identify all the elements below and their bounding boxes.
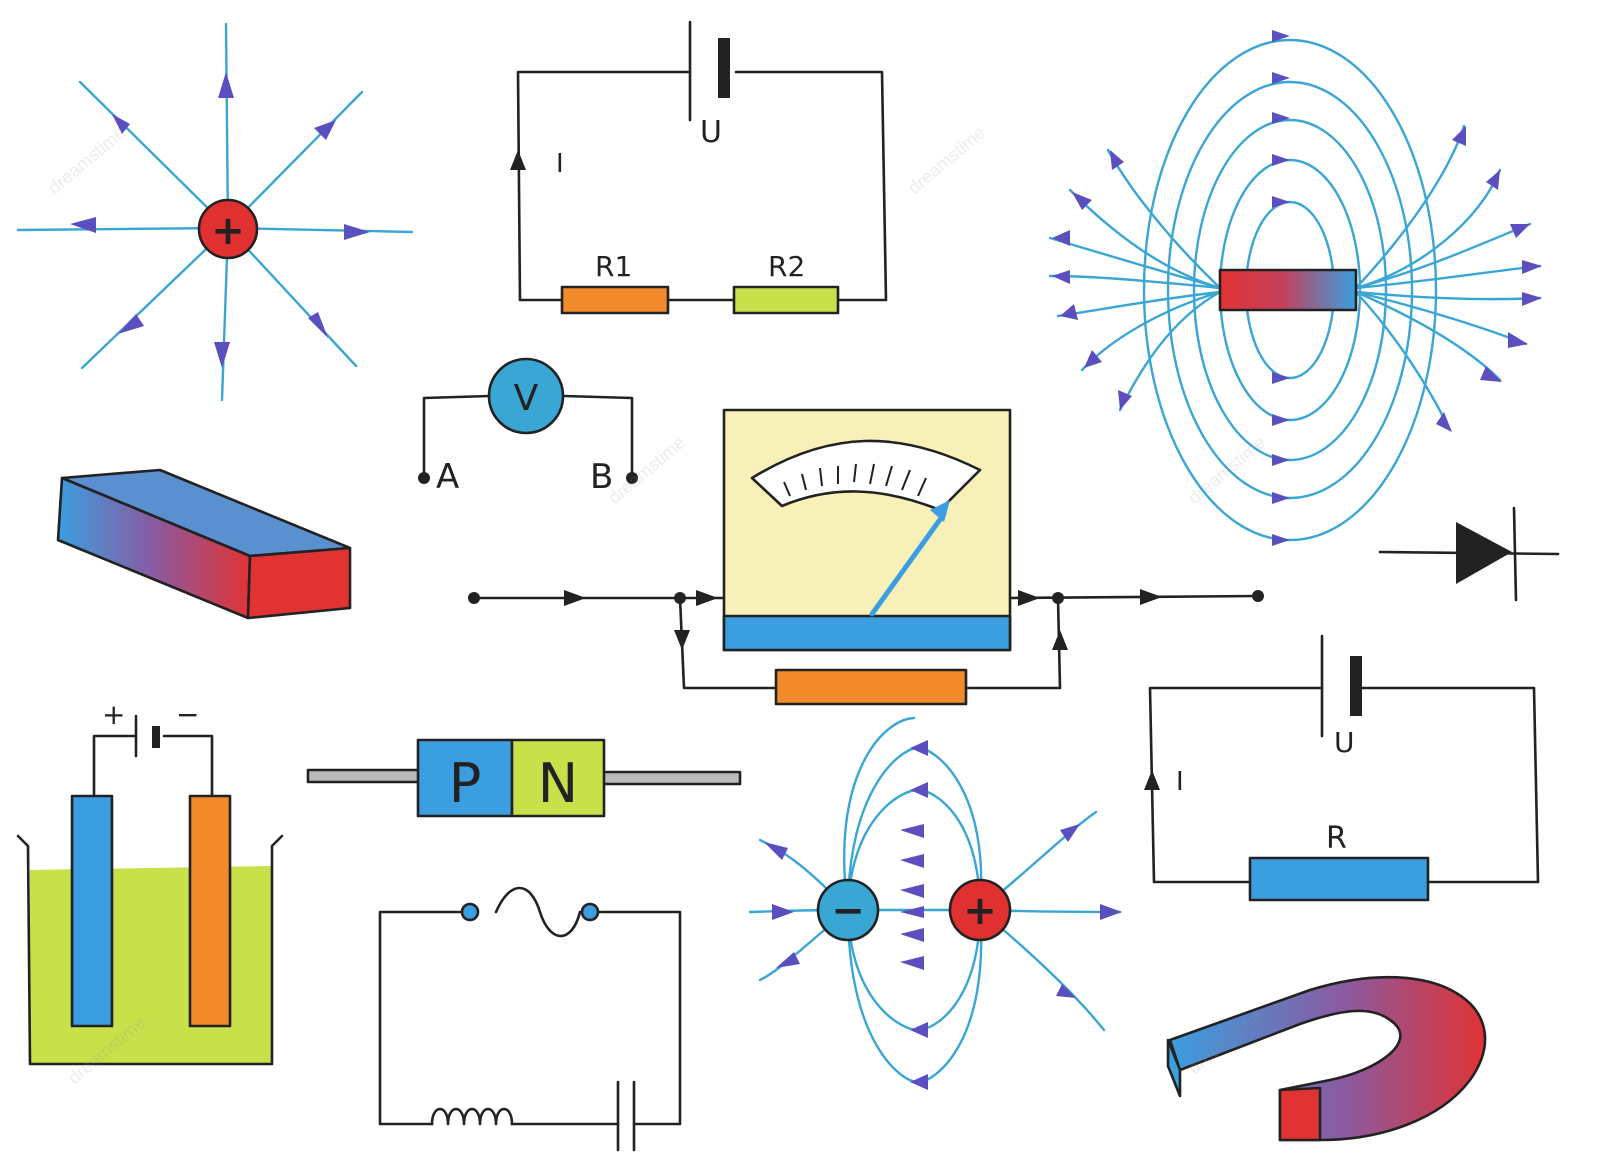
battery2-short-plate	[1350, 656, 1362, 716]
p-label: P	[449, 752, 482, 815]
resistor-r2	[732, 285, 840, 315]
resistor-r-label: R	[1326, 821, 1347, 856]
ammeter-needle	[869, 511, 947, 617]
voltmeter-label: V	[514, 378, 539, 419]
voltmeter-circle	[487, 357, 565, 435]
voltage-label: U	[700, 115, 722, 150]
resistor-r2-label: R2	[768, 250, 805, 283]
resistor-r	[1248, 856, 1430, 902]
electrolyte	[30, 866, 272, 1064]
ammeter-with-shunt	[468, 408, 1264, 706]
negative-charge-sign: −	[831, 888, 865, 934]
terminal-a-label: A	[436, 457, 459, 497]
terminal-b-dot	[626, 472, 638, 484]
battery-short-plate	[718, 38, 730, 98]
resistor-r1	[560, 285, 670, 315]
diode-symbol	[1378, 506, 1560, 602]
lc-circuit	[378, 886, 682, 1152]
positive-charge-2-sign: +	[963, 888, 997, 934]
n-region	[510, 738, 606, 818]
positive-charge-sign: +	[211, 208, 245, 254]
positive-charge	[197, 198, 259, 260]
pn-junction-diode: P N	[306, 738, 742, 818]
current-label: I	[556, 149, 564, 179]
simple-circuit-r: I U R	[1144, 634, 1540, 902]
horseshoe-magnet	[1166, 975, 1487, 1142]
bar-magnet-3d	[56, 468, 352, 620]
ammeter-base	[722, 614, 1012, 652]
positive-charge-2	[948, 878, 1012, 942]
electrode-left	[70, 794, 114, 1028]
terminal-a-dot	[418, 472, 430, 484]
series-circuit-r1-r2: I U R1 R2	[510, 20, 888, 315]
bar-magnet	[1218, 268, 1358, 312]
bar-magnet-field	[1048, 30, 1542, 546]
inductor-coil	[430, 1107, 514, 1126]
terminal-b-label: B	[590, 457, 613, 497]
n-label: N	[538, 752, 578, 815]
current-arrow	[510, 150, 526, 170]
shunt-resistor	[774, 668, 968, 706]
electric-dipole-field: − +	[748, 716, 1122, 1090]
resistor-r1-label: R1	[595, 250, 632, 283]
electrode-right	[188, 794, 232, 1028]
voltage2-label: U	[1334, 726, 1355, 759]
positive-point-charge-field: +	[16, 22, 414, 402]
p-region	[416, 738, 514, 818]
voltmeter-symbol: V A B	[418, 357, 638, 497]
electrolytic-cell: + −	[16, 698, 284, 1066]
cell-minus-label: −	[176, 698, 199, 731]
current2-label: I	[1176, 767, 1184, 797]
negative-charge	[816, 878, 880, 942]
cell-plus-label: +	[102, 698, 125, 731]
ammeter-scale	[750, 439, 982, 512]
